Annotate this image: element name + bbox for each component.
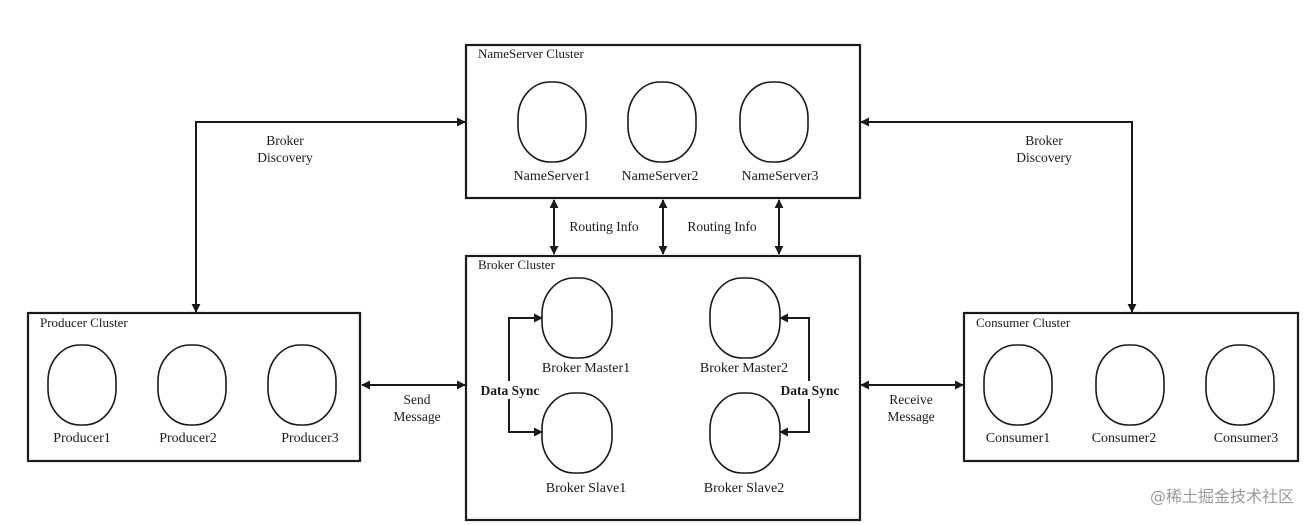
broker-master1-node [541, 277, 613, 359]
broker-discovery-right-label-line2: Discovery [1016, 150, 1072, 165]
send-message-label-line1: Send [404, 392, 431, 407]
consumer3-node [1205, 344, 1275, 426]
producer-cluster: Producer Cluster Producer1 Producer2 Pro… [26, 311, 362, 463]
broker-discovery-left-label-line2: Discovery [257, 150, 313, 165]
producer1-label: Producer1 [53, 431, 111, 446]
broker-master2-node [709, 277, 781, 359]
broker-cluster-box [464, 254, 862, 522]
broker-slave1-label: Broker Slave1 [546, 481, 626, 496]
broker-slave2-node [709, 392, 781, 474]
nameserver2-node [627, 81, 697, 163]
watermark: @稀土掘金技术社区 [1150, 487, 1294, 506]
nameserver-cluster: NameServer Cluster NameServer1 NameServe… [464, 43, 862, 200]
send-message-label-line2: Message [393, 409, 440, 424]
consumer1-node [983, 344, 1053, 426]
data-sync-left-label-bg [474, 381, 546, 399]
data-sync-left-connector [508, 313, 543, 437]
data-sync-left-label: Data Sync [481, 383, 540, 398]
producer1-node [47, 344, 117, 426]
broker-cluster: Broker Cluster Broker Master1 Broker Mas… [464, 254, 862, 522]
broker-discovery-right-connector [860, 117, 1137, 313]
broker-master2-label: Broker Master2 [700, 361, 788, 376]
consumer2-label: Consumer2 [1092, 431, 1157, 446]
consumer2-node [1095, 344, 1165, 426]
nameserver1-node [517, 81, 587, 163]
producer3-label: Producer3 [281, 431, 339, 446]
nameserver1-label: NameServer1 [514, 169, 591, 184]
consumer-cluster-box [962, 311, 1300, 463]
nameserver-cluster-box [464, 43, 862, 200]
broker-slave1-node [541, 392, 613, 474]
producer2-label: Producer2 [159, 431, 217, 446]
producer3-node [267, 344, 337, 426]
nameserver3-label: NameServer3 [742, 169, 819, 184]
producer2-node [157, 344, 227, 426]
broker-master1-label: Broker Master1 [542, 361, 630, 376]
nameserver3-node [739, 81, 809, 163]
broker-discovery-left-label-line1: Broker [266, 133, 304, 148]
data-sync-right-label-bg [774, 381, 846, 399]
producer-cluster-box [26, 311, 362, 463]
broker-discovery-left-connector [191, 117, 466, 313]
data-sync-right-connector [779, 313, 810, 437]
broker-slave2-label: Broker Slave2 [704, 481, 784, 496]
consumer1-label: Consumer1 [986, 431, 1051, 446]
consumer-cluster: Consumer Cluster Consumer1 Consumer2 Con… [962, 311, 1300, 463]
routing-info-label-2: Routing Info [687, 219, 757, 234]
receive-message-label-line1: Receive [889, 392, 932, 407]
broker-cluster-title: Broker Cluster [478, 257, 556, 272]
consumer3-label: Consumer3 [1214, 431, 1279, 446]
nameserver-cluster-title: NameServer Cluster [478, 46, 584, 61]
routing-info-label-1: Routing Info [569, 219, 639, 234]
producer-cluster-title: Producer Cluster [40, 315, 128, 330]
data-sync-right-label: Data Sync [781, 383, 840, 398]
broker-discovery-right-label-line1: Broker [1025, 133, 1063, 148]
nameserver2-label: NameServer2 [622, 169, 699, 184]
consumer-cluster-title: Consumer Cluster [976, 315, 1071, 330]
receive-message-label-line2: Message [887, 409, 934, 424]
